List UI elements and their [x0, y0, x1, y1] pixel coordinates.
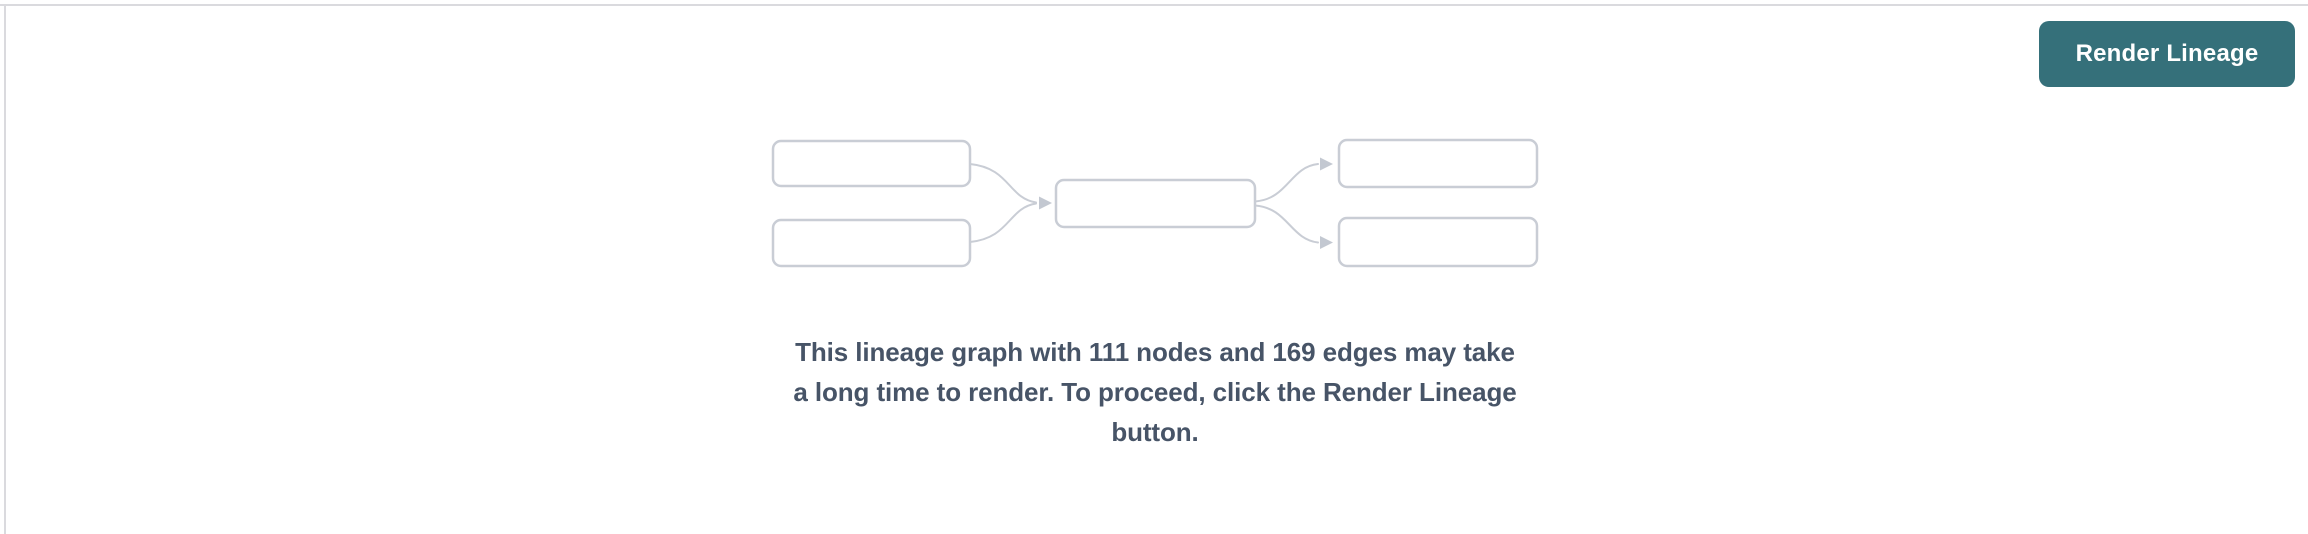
placeholder-node-upstream-1	[771, 139, 972, 188]
placeholder-node-downstream-1	[1337, 138, 1539, 189]
placeholder-edge	[1254, 204, 1319, 244]
arrowhead-icon	[1320, 236, 1333, 249]
arrowhead-icon	[1039, 196, 1052, 210]
render-lineage-button[interactable]: Render Lineage	[2039, 21, 2295, 87]
placeholder-edge	[1254, 163, 1319, 203]
render-warning-message: This lineage graph with 111 nodes and 16…	[655, 332, 1655, 452]
panel-top-border	[0, 4, 2308, 6]
render-warning-line-1: This lineage graph with 111 nodes and 16…	[795, 337, 1515, 367]
placeholder-node-downstream-2	[1337, 216, 1539, 268]
arrowhead-icon	[1320, 157, 1333, 171]
render-warning-line-2: a long time to render. To proceed, click…	[793, 377, 1517, 407]
placeholder-node-center	[1054, 178, 1257, 229]
render-warning-line-3: button.	[1111, 417, 1199, 447]
lineage-placeholder-graphic	[771, 138, 1539, 268]
placeholder-edge	[969, 202, 1037, 243]
placeholder-edge	[969, 163, 1037, 204]
placeholder-node-upstream-2	[771, 218, 972, 268]
panel-left-border	[4, 4, 6, 534]
